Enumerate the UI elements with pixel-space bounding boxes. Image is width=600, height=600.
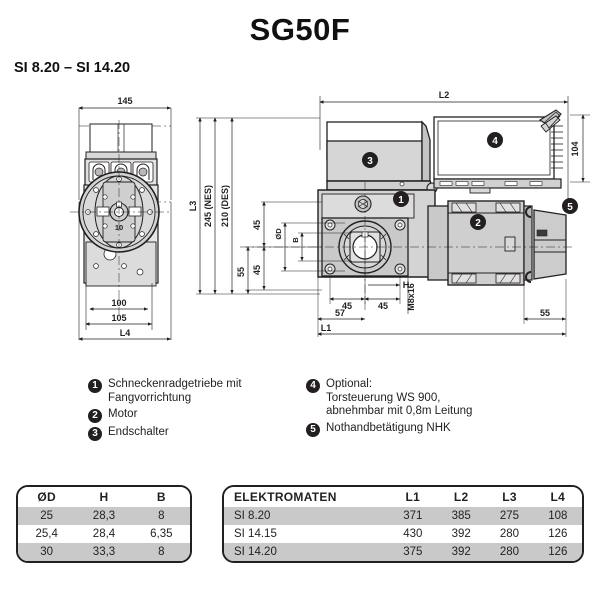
col-header-elektromaten: ELEKTROMATEN xyxy=(224,487,389,507)
cell-model: SI 8.20 xyxy=(224,507,389,525)
dim-245-nes: 245 (NES) xyxy=(203,185,213,227)
dim-H: H xyxy=(403,280,410,290)
col-header-l3: L3 xyxy=(485,487,534,507)
callout-1-label: 1 xyxy=(398,195,404,206)
legend-bullet-2-icon: 2 xyxy=(88,409,102,423)
dim-M8x16: M8x16 xyxy=(406,283,416,311)
table-row: 25,4 28,4 6,35 xyxy=(18,525,190,543)
technical-drawing: 145 xyxy=(0,82,600,367)
col-header-l4: L4 xyxy=(533,487,582,507)
cell-l1: 371 xyxy=(388,507,437,525)
cell-l4: 126 xyxy=(533,525,582,543)
legend-column-left: 1 Schneckenradgetriebe mit Fangvorrichtu… xyxy=(88,378,308,444)
cell-b: 6,35 xyxy=(132,525,190,543)
page-title: SG50F xyxy=(249,12,351,47)
callout-2: 2 xyxy=(470,214,486,230)
dim-45-bottom-right: 45 xyxy=(378,301,388,311)
legend-item-5: 5 Nothandbetätigung NHK xyxy=(306,422,586,437)
cell-h: 33,3 xyxy=(75,543,133,561)
dim-L2: L2 xyxy=(439,90,450,100)
dim-L4: L4 xyxy=(120,328,131,338)
elektromaten-table: ELEKTROMATEN L1 L2 L3 L4 SI 8.20 371 385… xyxy=(222,485,584,563)
cell-l2: 385 xyxy=(437,507,486,525)
cell-od: 25,4 xyxy=(18,525,76,543)
callout-5: 5 xyxy=(562,198,578,214)
table-header-row: ØD H B xyxy=(18,487,190,507)
cell-l2: 392 xyxy=(437,543,486,561)
callout-4-label: 4 xyxy=(492,136,498,147)
dim-L3: L3 xyxy=(188,201,198,212)
dim-45-bottom-left: 45 xyxy=(342,301,352,311)
cell-l2: 392 xyxy=(437,525,486,543)
page-subtitle: SI 8.20 – SI 14.20 xyxy=(14,60,131,76)
table-row: SI 14.20 375 392 280 126 xyxy=(224,543,582,561)
callout-2-label: 2 xyxy=(475,218,481,229)
cell-l3: 275 xyxy=(485,507,534,525)
dim-55-right: 55 xyxy=(540,308,550,318)
legend-item-2: 2 Motor xyxy=(88,408,308,423)
dim-L1: L1 xyxy=(321,323,332,333)
dim-104: 104 xyxy=(570,141,580,156)
legend-bullet-4-icon: 4 xyxy=(306,379,320,393)
dim-shaft-diameter: ØD xyxy=(274,228,283,240)
legend: 1 Schneckenradgetriebe mit Fangvorrichtu… xyxy=(88,378,588,463)
cell-l1: 430 xyxy=(388,525,437,543)
dimensions-table: ØD H B 25 28,3 8 25,4 28,4 6,35 30 33,3 … xyxy=(16,485,192,563)
dim-55-left: 55 xyxy=(236,267,246,277)
callout-4: 4 xyxy=(487,132,503,148)
cell-l4: 108 xyxy=(533,507,582,525)
cell-model: SI 14.15 xyxy=(224,525,389,543)
table-header-row: ELEKTROMATEN L1 L2 L3 L4 xyxy=(224,487,582,507)
col-header-b: B xyxy=(132,487,190,507)
cell-h: 28,3 xyxy=(75,507,133,525)
callout-5-label: 5 xyxy=(567,202,573,213)
cell-od: 25 xyxy=(18,507,76,525)
col-header-l2: L2 xyxy=(437,487,486,507)
cell-h: 28,4 xyxy=(75,525,133,543)
dim-145: 145 xyxy=(117,96,132,106)
legend-text-5: Nothandbetätigung NHK xyxy=(326,421,451,434)
legend-column-right: 4 Optional: Torsteuerung WS 900, abnehmb… xyxy=(306,378,586,440)
cell-l3: 280 xyxy=(485,525,534,543)
cell-b: 8 xyxy=(132,543,190,561)
table-row: 30 33,3 8 xyxy=(18,543,190,561)
legend-item-4: 4 Optional: Torsteuerung WS 900, abnehmb… xyxy=(306,378,586,419)
dim-key-width: B xyxy=(291,237,300,243)
cell-model: SI 14.20 xyxy=(224,543,389,561)
dim-100: 100 xyxy=(111,298,126,308)
legend-text-2: Motor xyxy=(108,408,138,420)
dim-45-lower: 45 xyxy=(252,265,262,275)
table-row: 25 28,3 8 xyxy=(18,507,190,525)
dim-45-upper: 45 xyxy=(252,220,262,230)
legend-text-4: Optional: Torsteuerung WS 900, abnehmbar… xyxy=(326,378,473,417)
main-view: L2 104 xyxy=(188,90,590,337)
cell-l1: 375 xyxy=(388,543,437,561)
legend-bullet-3-icon: 3 xyxy=(88,427,102,441)
legend-item-3: 3 Endschalter xyxy=(88,426,308,441)
col-header-od: ØD xyxy=(18,487,76,507)
left-view: 145 xyxy=(70,96,172,341)
legend-item-1: 1 Schneckenradgetriebe mit Fangvorrichtu… xyxy=(88,378,308,405)
callout-3: 3 xyxy=(362,152,378,168)
col-header-l1: L1 xyxy=(388,487,437,507)
legend-text-3: Endschalter xyxy=(108,426,169,438)
col-header-h: H xyxy=(75,487,133,507)
dim-105: 105 xyxy=(111,313,126,323)
legend-bullet-5-icon: 5 xyxy=(306,422,320,437)
cell-l4: 126 xyxy=(533,543,582,561)
table-row: SI 8.20 371 385 275 108 xyxy=(224,507,582,525)
cell-b: 8 xyxy=(132,507,190,525)
callout-1: 1 xyxy=(393,191,409,207)
dim-210-des: 210 (DES) xyxy=(220,185,230,227)
callout-3-label: 3 xyxy=(367,156,373,167)
table-row: SI 14.15 430 392 280 126 xyxy=(224,525,582,543)
cell-od: 30 xyxy=(18,543,76,561)
legend-bullet-1-icon: 1 xyxy=(88,379,102,393)
cell-l3: 280 xyxy=(485,543,534,561)
legend-text-1: Schneckenradgetriebe mit Fangvorrichtung xyxy=(108,378,242,404)
dim-57: 57 xyxy=(335,308,345,318)
